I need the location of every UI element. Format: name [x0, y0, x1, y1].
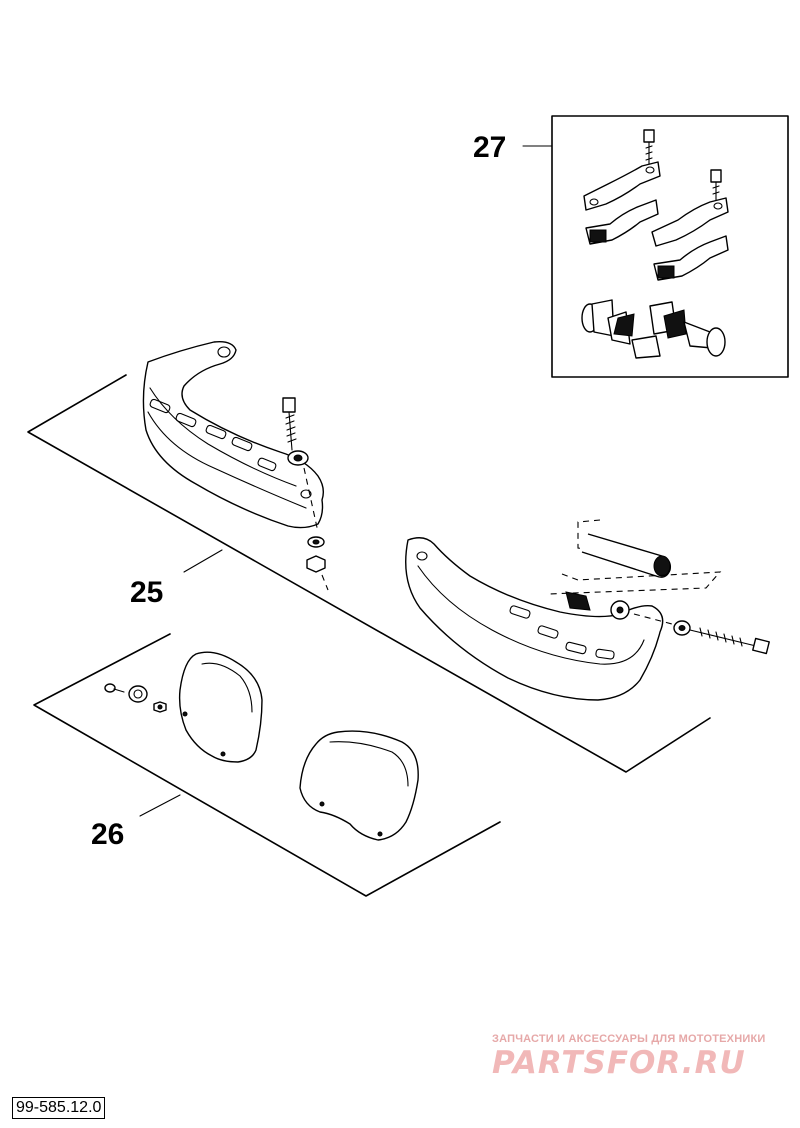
- handlebar-end-outline: [547, 519, 722, 595]
- callout-26: 26: [91, 818, 124, 851]
- clamp-lower-left: [585, 199, 659, 245]
- item-25-leader: [183, 549, 223, 573]
- clamp-upper-right: [651, 197, 729, 247]
- clamp-upper-left: [583, 161, 661, 211]
- watermark-tagline: ЗАПЧАСТИ И АКСЕССУАРЫ ДЛЯ МОТОТЕХНИКИ: [492, 1033, 766, 1045]
- item-26-shield-set: 26: [33, 633, 501, 897]
- left-mounting-bolt: [282, 397, 329, 591]
- item-27-frame: [551, 115, 789, 378]
- left-handguard: [142, 340, 325, 529]
- right-mounting-bolt: [565, 591, 770, 655]
- shield-fastener: [104, 683, 167, 713]
- clamp-bolt-right: [710, 169, 722, 201]
- bar-end-plug-right: [649, 301, 726, 357]
- callout-27: 27: [473, 131, 506, 164]
- item-25-handguard-set: 25: [27, 340, 770, 773]
- shield-left: [178, 651, 263, 763]
- right-handguard: [405, 537, 664, 701]
- clamp-lower-right: [653, 235, 729, 281]
- item-25-base-outline: [27, 374, 711, 773]
- callout-25: 25: [130, 576, 163, 609]
- clamp-bolt-left: [643, 129, 655, 167]
- diagram-reference-number: 99-585.12.0: [12, 1097, 106, 1119]
- shield-right: [299, 730, 419, 841]
- watermark-logo: PARTSFOR.RU: [492, 1045, 746, 1081]
- item-26-leader: [139, 794, 181, 817]
- item-26-base-outline: [33, 633, 501, 897]
- bar-end-plug-left: [581, 299, 661, 359]
- item-27-clamp-kit: 27: [473, 115, 789, 378]
